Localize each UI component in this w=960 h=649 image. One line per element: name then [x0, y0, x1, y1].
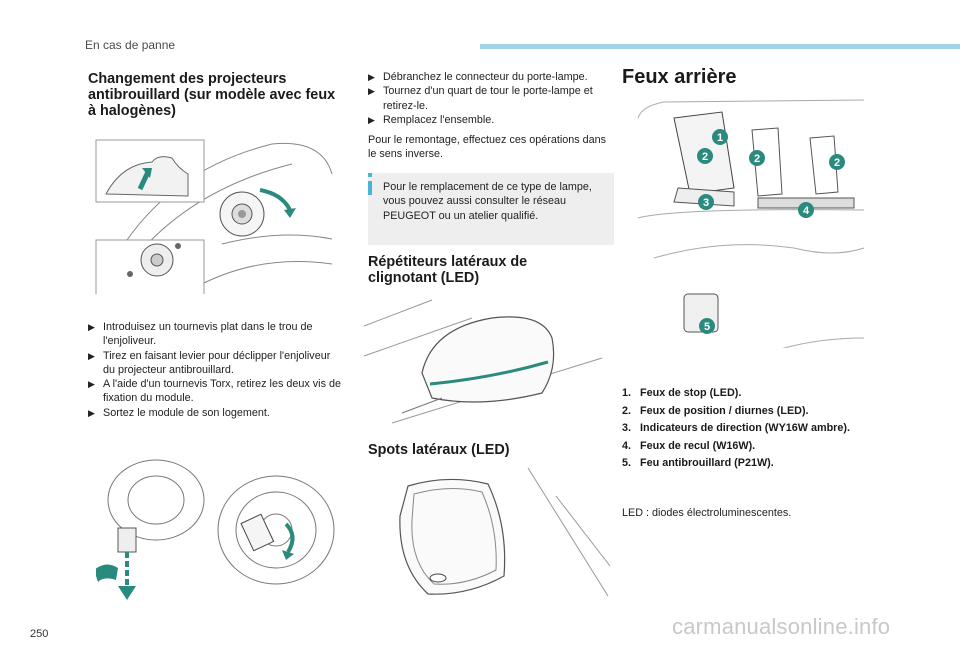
remount-note: Pour le remontage, effectuez ces opérati…: [368, 134, 607, 161]
mirror-repeater-illustration: [362, 298, 617, 433]
fog-lamp-module-illustration: [96, 450, 341, 610]
svg-text:3: 3: [703, 197, 709, 209]
rear-lights-title: Feux arrière: [622, 66, 737, 88]
legend-item: 4.Feux de recul (W16W).: [622, 439, 756, 452]
mirror-spot-illustration: [378, 466, 613, 616]
legend-item: 1.Feux de stop (LED).: [622, 387, 742, 399]
list-item: ▶Tournez d'un quart de tour le porte-lam…: [368, 85, 593, 112]
bulb-steps: ▶Débranchez le connecteur du porte-lampe…: [368, 70, 618, 127]
svg-text:2: 2: [702, 151, 708, 163]
list-item: ▶Remplacez l'ensemble.: [368, 113, 495, 126]
list-item: ▶A l'aide d'un tournevis Torx, retirez l…: [88, 378, 341, 405]
info-text: Pour le remplacement de ce type de lampe…: [383, 181, 592, 222]
svg-text:5: 5: [704, 321, 710, 333]
arrow-bullet-icon: ▶: [368, 86, 375, 97]
repeaters-title: Répétiteurs latéraux de clignotant (LED): [368, 254, 528, 286]
header-bar: [480, 44, 960, 49]
callout-5: 5: [699, 318, 715, 334]
fog-lamp-cover-illustration: [92, 134, 337, 294]
page-number: 250: [30, 628, 49, 640]
rear-lights-legend: 1.Feux de stop (LED). 2.Feux de position…: [622, 386, 872, 474]
legend-item: 3.Indicateurs de direction (WY16W ambre)…: [622, 422, 850, 434]
rear-lights-illustration: [634, 98, 869, 348]
callout-2a: 2: [697, 148, 713, 164]
svg-text:4: 4: [803, 205, 810, 217]
callout-4: 4: [798, 202, 814, 218]
info-box: Pour le remplacement de ce type de lampe…: [368, 173, 614, 245]
fog-lamp-title: Changement des projecteurs antibrouillar…: [88, 71, 336, 119]
svg-text:2: 2: [834, 157, 840, 169]
legend-item: 2.Feux de position / diurnes (LED).: [622, 404, 809, 417]
arrow-bullet-icon: ▶: [88, 407, 95, 418]
fog-lamp-steps: ▶Introduisez un tournevis plat dans le t…: [88, 320, 343, 420]
led-note: LED : diodes électroluminescentes.: [622, 507, 792, 519]
list-item: ▶Débranchez le connecteur du porte-lampe…: [368, 71, 588, 83]
arrow-bullet-icon: ▶: [88, 350, 95, 361]
arrow-bullet-icon: ▶: [88, 322, 95, 332]
list-item: ▶Introduisez un tournevis plat dans le t…: [88, 321, 313, 348]
section-header: En cas de panne: [85, 38, 176, 52]
legend-item: 5.Feu antibrouillard (P21W).: [622, 457, 774, 469]
spots-title: Spots latéraux (LED): [368, 442, 510, 458]
info-icon: [368, 173, 372, 177]
list-item: ▶Sortez le module de son logement.: [88, 406, 270, 419]
callout-3: 3: [698, 194, 714, 210]
watermark-text: carmanualsonline.info: [672, 614, 891, 639]
arrow-bullet-icon: ▶: [368, 114, 375, 125]
callout-2b: 2: [749, 150, 765, 166]
list-item: ▶Tirez en faisant levier pour déclipper …: [88, 349, 331, 376]
callout-2c: 2: [829, 154, 845, 170]
arrow-bullet-icon: ▶: [368, 72, 375, 82]
arrow-bullet-icon: ▶: [88, 379, 95, 390]
svg-text:2: 2: [754, 153, 760, 165]
svg-text:1: 1: [717, 132, 723, 144]
callout-1: 1: [712, 129, 728, 145]
